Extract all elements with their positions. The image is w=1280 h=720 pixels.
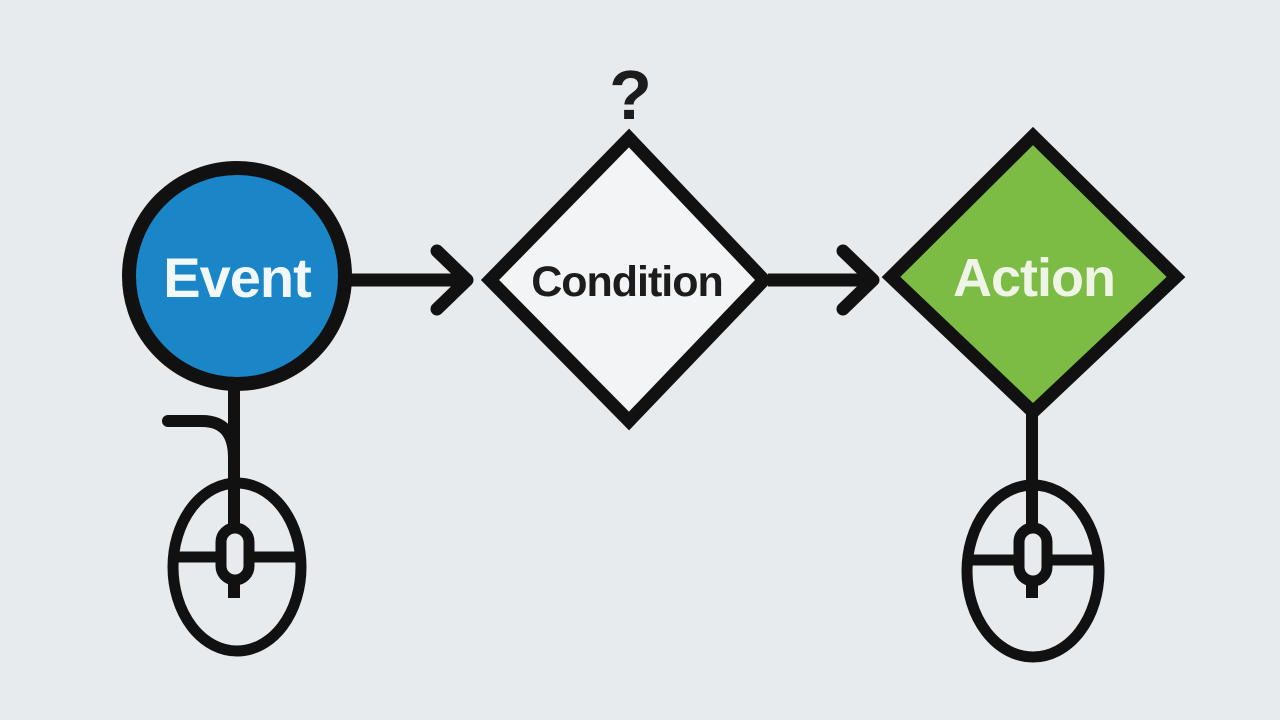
- arrow-head-icon: [430, 244, 474, 316]
- computer-mouse-icon: [167, 477, 307, 657]
- action-label: Action: [953, 248, 1115, 308]
- arrow-condition-to-action: [768, 244, 880, 316]
- arrow-head-icon: [836, 244, 880, 316]
- question-mark: ?: [609, 56, 651, 134]
- computer-mouse-icon: [961, 479, 1105, 663]
- mouse-body: [961, 479, 1105, 663]
- mouse-body: [167, 477, 307, 657]
- event-circle: [122, 161, 352, 391]
- node-condition: ? Condition: [480, 56, 773, 431]
- node-event: Event: [122, 161, 352, 391]
- action-diamond: [881, 126, 1186, 421]
- condition-label: Condition: [531, 258, 723, 306]
- condition-diamond: [480, 128, 773, 431]
- mouse-scroll-wheel: [1013, 522, 1053, 587]
- node-action: Action: [881, 126, 1186, 421]
- event-label: Event: [163, 246, 311, 309]
- arrow-event-to-condition: [348, 244, 474, 316]
- connector-hook: [162, 415, 240, 464]
- mouse-scroll-wheel: [215, 522, 255, 586]
